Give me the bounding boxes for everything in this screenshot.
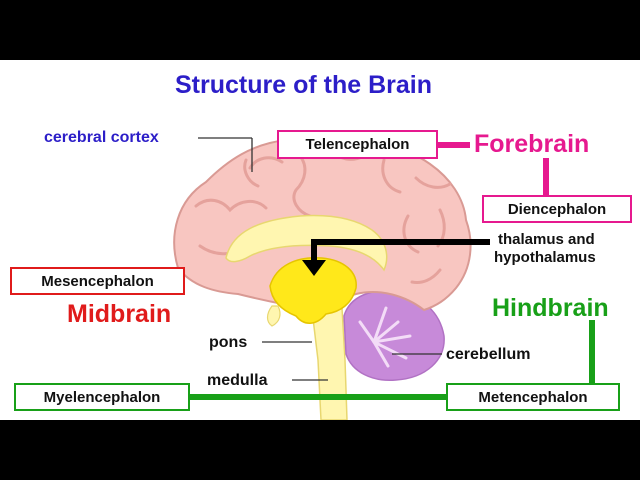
division-midbrain: Midbrain: [67, 300, 172, 328]
page-title: Structure of the Brain: [175, 71, 432, 99]
arrow-icon: [311, 239, 490, 264]
box-metencephalon: Metencephalon: [446, 383, 620, 411]
label-cerebral-cortex: cerebral cortex: [44, 129, 159, 146]
division-hindbrain: Hindbrain: [492, 294, 609, 322]
label-thalamus-line1: thalamus and: [498, 231, 595, 248]
label-pons: pons: [209, 334, 248, 351]
label-medulla: medulla: [207, 372, 268, 389]
label-cerebellum: cerebellum: [446, 346, 531, 363]
box-myelencephalon: Myelencephalon: [14, 383, 190, 411]
corpus-callosum: [225, 214, 388, 272]
arrow-head-icon: [302, 260, 326, 276]
pituitary: [266, 305, 281, 327]
pointer-lines: [198, 137, 442, 381]
box-diencephalon: Diencephalon: [482, 195, 632, 223]
box-telencephalon: Telencephalon: [277, 130, 438, 159]
cerebellum-arbor: [358, 306, 412, 368]
label-thalamus-line2: hypothalamus: [494, 249, 596, 266]
box-mesencephalon: Mesencephalon: [10, 267, 185, 295]
diagram-canvas: Structure of the Brain cerebral cortex T…: [0, 60, 640, 420]
division-forebrain: Forebrain: [474, 130, 590, 158]
thalamus-region: [269, 257, 357, 324]
brain-illustration: [173, 134, 595, 420]
